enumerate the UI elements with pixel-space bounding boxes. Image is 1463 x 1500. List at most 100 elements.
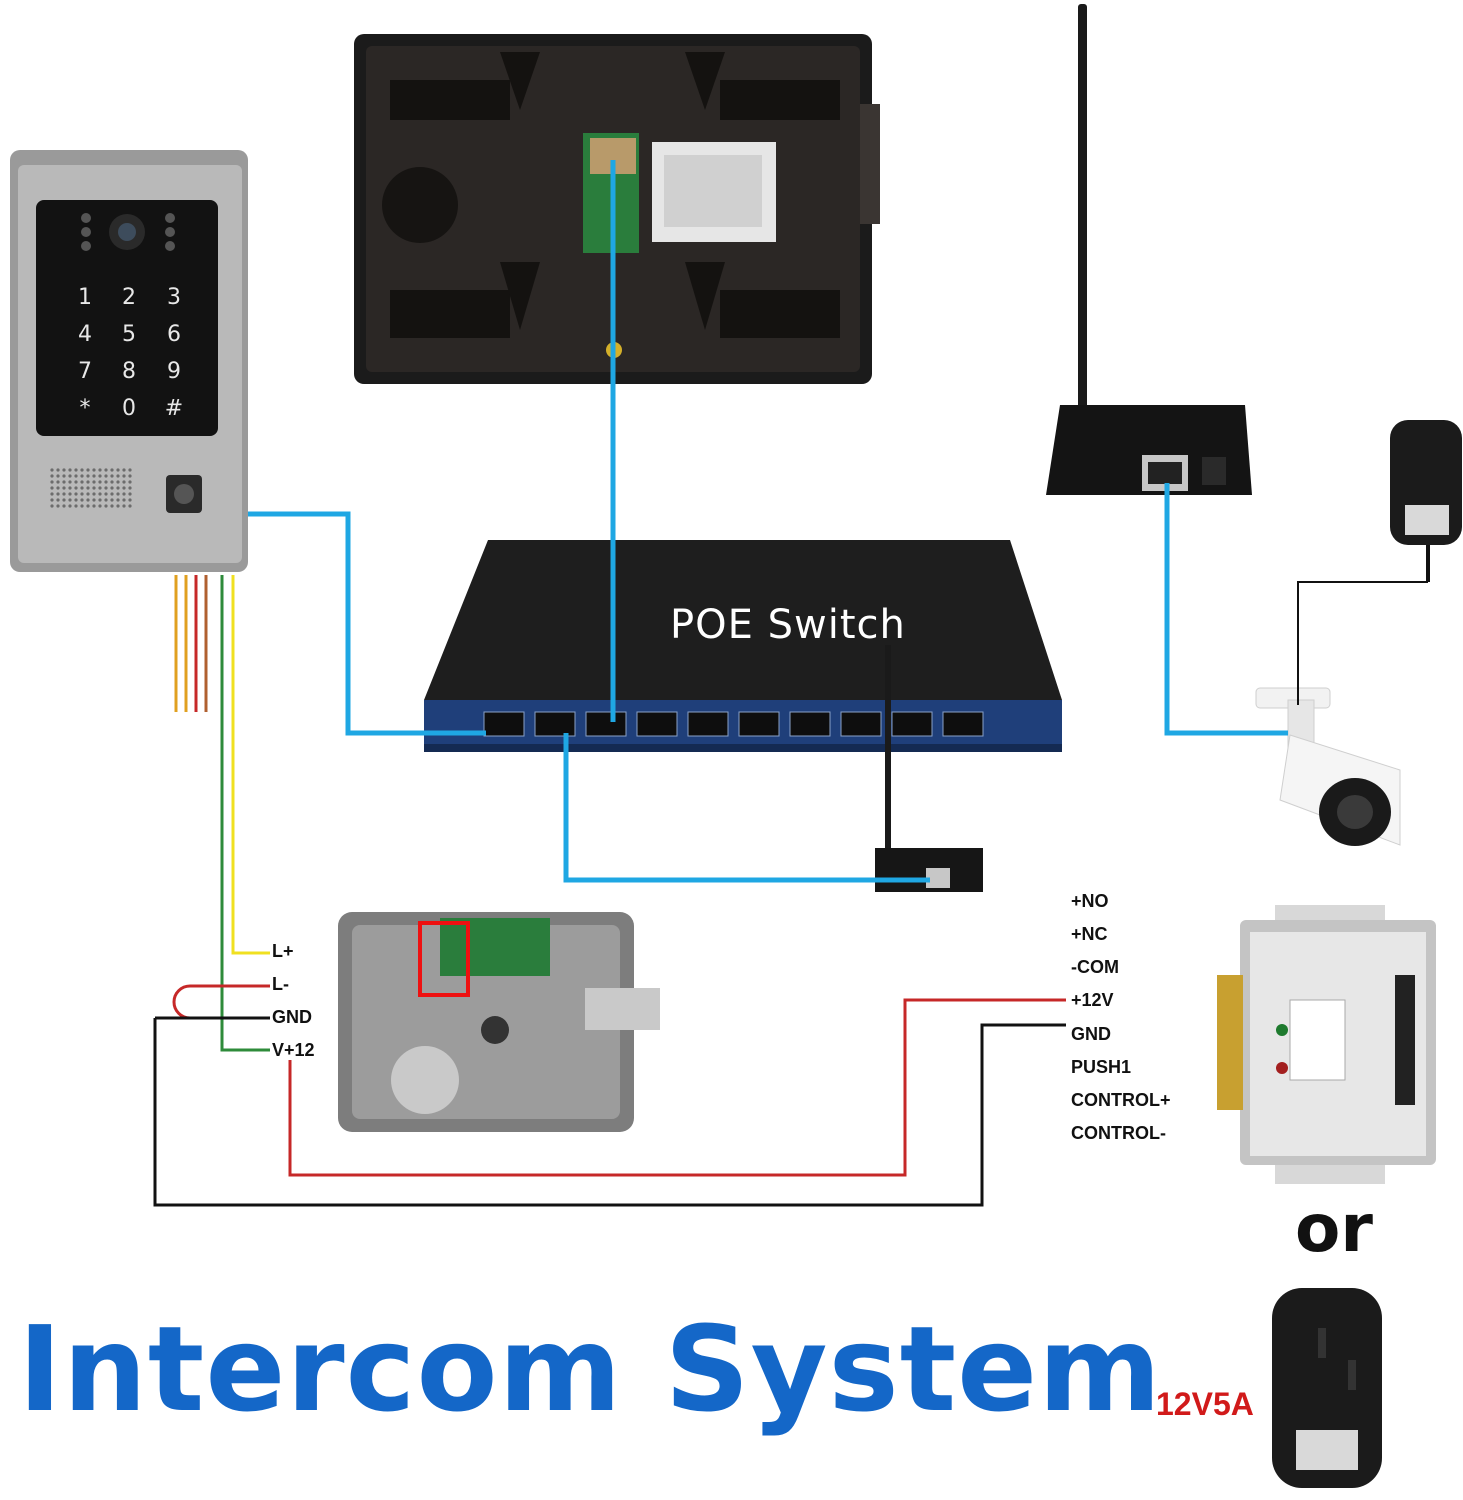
grille-dot — [86, 468, 90, 472]
grille-dot — [122, 480, 126, 484]
grille-dot — [116, 492, 120, 496]
grille-dot — [68, 474, 72, 478]
grille-dot — [110, 474, 114, 478]
power-adapter-icon — [1272, 1288, 1382, 1488]
psu-terminal-no: +NO — [1071, 891, 1109, 911]
grille-dot — [128, 504, 132, 508]
grille-dot — [122, 486, 126, 490]
switch-port — [483, 711, 525, 737]
grille-dot — [56, 498, 60, 502]
grille-dot — [80, 504, 84, 508]
signal-wires — [153, 575, 1066, 1207]
grille-dot — [122, 504, 126, 508]
grille-dot — [128, 498, 132, 502]
grille-dot — [110, 468, 114, 472]
psu-terminal-nc: +NC — [1071, 924, 1108, 944]
grille-dot — [104, 504, 108, 508]
grille-dot — [62, 504, 66, 508]
grille-dot — [122, 468, 126, 472]
grille-dot — [110, 486, 114, 490]
grille-dot — [116, 504, 120, 508]
grille-dot — [68, 486, 72, 490]
grille-dot — [104, 480, 108, 484]
psu-terminal-control-plus: CONTROL+ — [1071, 1090, 1171, 1110]
or-label: or — [1295, 1190, 1373, 1267]
grille-dot — [74, 474, 78, 478]
grille-dot — [56, 486, 60, 490]
grille-dot — [62, 492, 66, 496]
grille-dot — [68, 492, 72, 496]
grille-dot — [92, 474, 96, 478]
grille-dot — [92, 504, 96, 508]
key-9: 9 — [167, 359, 181, 384]
grille-dot — [104, 498, 108, 502]
grille-dot — [50, 474, 54, 478]
poe-switch-icon — [424, 540, 1062, 752]
psu-terminal-gnd: GND — [1071, 1024, 1111, 1044]
grille-dot — [86, 498, 90, 502]
power-supply-control-icon — [1217, 905, 1436, 1184]
grille-dot — [80, 498, 84, 502]
switch-port — [585, 711, 627, 737]
grille-dot — [116, 468, 120, 472]
key-star: * — [79, 396, 91, 421]
grille-dot — [86, 474, 90, 478]
page-title: Intercom System — [18, 1300, 1163, 1438]
power-adapter-icon — [1390, 420, 1462, 582]
grille-dot — [62, 468, 66, 472]
key-hash: # — [164, 396, 184, 421]
grille-dot — [62, 498, 66, 502]
grille-dot — [86, 480, 90, 484]
key-0: 0 — [122, 396, 136, 421]
grille-dot — [104, 486, 108, 490]
lock-terminal-v12: V+12 — [272, 1040, 315, 1060]
grille-dot — [74, 498, 78, 502]
grille-dot — [68, 498, 72, 502]
key-7: 7 — [78, 359, 92, 384]
grille-dot — [110, 492, 114, 496]
grille-dot — [92, 480, 96, 484]
indoor-monitor-icon — [354, 34, 880, 384]
psu-terminal-com: -COM — [1071, 957, 1119, 977]
grille-dot — [116, 480, 120, 484]
grille-dot — [86, 492, 90, 496]
grille-dot — [56, 480, 60, 484]
poe-switch-label: POE Switch — [670, 602, 906, 648]
grille-dot — [110, 504, 114, 508]
switch-port — [789, 711, 831, 737]
key-1: 1 — [78, 285, 92, 310]
grille-dot — [98, 468, 102, 472]
grille-dot — [122, 474, 126, 478]
grille-dot — [56, 492, 60, 496]
grille-dot — [98, 492, 102, 496]
key-3: 3 — [167, 285, 181, 310]
ip-camera-icon — [1255, 687, 1401, 846]
grille-dot — [68, 468, 72, 472]
camera-power-wire — [1297, 581, 1428, 705]
key-4: 4 — [78, 322, 92, 347]
switch-port — [840, 711, 882, 737]
network-cables — [248, 160, 1288, 883]
lock-terminal-l-minus: L- — [272, 974, 289, 994]
grille-dot — [104, 492, 108, 496]
grille-dot — [128, 468, 132, 472]
grille-dot — [122, 498, 126, 502]
switch-port — [738, 711, 780, 737]
switch-port — [942, 711, 984, 737]
grille-dot — [74, 480, 78, 484]
wifi-adapter-icon — [875, 645, 983, 892]
switch-port — [534, 711, 576, 737]
wifi-router-icon — [1046, 4, 1252, 495]
key-8: 8 — [122, 359, 136, 384]
switch-port — [687, 711, 729, 737]
grille-dot — [98, 480, 102, 484]
grille-dot — [86, 504, 90, 508]
grille-dot — [50, 480, 54, 484]
lock-terminal-gnd: GND — [272, 1007, 312, 1027]
grille-dot — [110, 498, 114, 502]
grille-dot — [74, 486, 78, 490]
grille-dot — [50, 468, 54, 472]
grille-dot — [104, 468, 108, 472]
grille-dot — [74, 504, 78, 508]
